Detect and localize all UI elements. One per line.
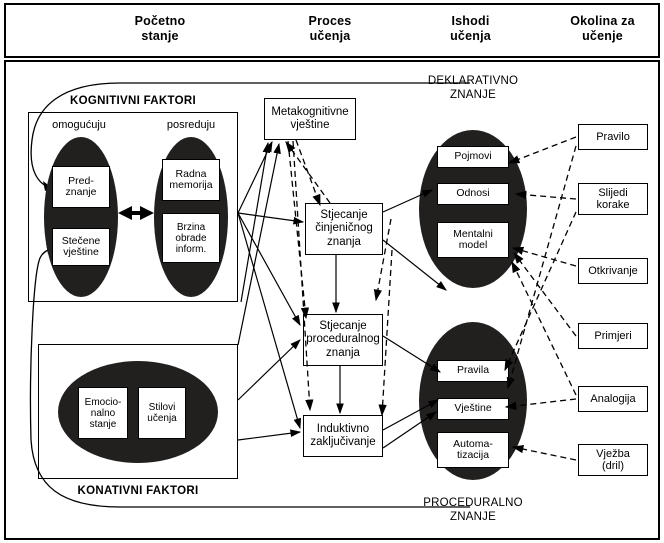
cognitive-factors-title: KOGNITIVNI FAKTORI [70, 95, 196, 107]
env-box-analogija: Analogija [578, 386, 648, 412]
column-header-line1: Ishodi [451, 14, 490, 28]
node-mentalni-model: Mentalni model [437, 222, 509, 258]
process-box-stjecanje-cinjenicnog-znanja: Stjecanje činjeničnog znanja [305, 203, 383, 255]
node-radna-memorija: Radna memorija [162, 159, 220, 201]
node-pravila: Pravila [437, 360, 509, 382]
env-box-primjeri: Primjeri [578, 323, 648, 349]
env-box-slijedi-korake: Slijedi korake [578, 183, 648, 215]
env-box-otkrivanje: Otkrivanje [578, 258, 648, 284]
column-header-line2: stanje [141, 29, 179, 43]
node-brzina-obrade-informacija: Brzina obrade inform. [162, 213, 220, 263]
node-stecene-vjestine: Stečene vještine [52, 228, 110, 266]
env-box-pravilo: Pravilo [578, 124, 648, 150]
process-box-metakognitivne-vjestine: Metakognitivne vještine [264, 98, 356, 140]
column-header-okolina-za-ucenje: Okolina za učenje [545, 14, 660, 44]
cognitive-sub-label-omogucuju: omogućuju [52, 119, 106, 131]
body-frame [4, 60, 660, 540]
process-box-induktivno-zakljucivanje: Induktivno zaključivanje [303, 415, 383, 457]
column-header-ishodi-ucenja: Ishodi učenja [408, 14, 533, 44]
column-header-line1: Okolina za [570, 14, 635, 28]
column-header-line1: Proces [308, 14, 352, 28]
column-header-pocetno-stanje: Početno stanje [55, 14, 265, 44]
node-predznanje: Pred- znanje [52, 166, 110, 208]
declarative-knowledge-caption: DEKLARATIVNO ZNANJE [427, 75, 519, 101]
env-box-vjezba-dril: Vježba (dril) [578, 444, 648, 476]
node-pojmovi: Pojmovi [437, 146, 509, 168]
column-header-line2: učenja [309, 29, 351, 43]
node-automatizacija: Automa- tizacija [437, 432, 509, 468]
column-header-line1: Početno [134, 14, 186, 28]
node-vjestine: Vještine [437, 398, 509, 420]
cognitive-left-ellipse [44, 137, 118, 297]
header-frame [4, 3, 660, 58]
node-stilovi-ucenja: Stilovi učenja [138, 387, 186, 439]
process-box-stjecanje-proceduralnog-znanja: Stjecanje proceduralnog znanja [303, 314, 383, 366]
node-emocionalno-stanje: Emocio- nalno stanje [78, 387, 128, 439]
conative-factors-title: KONATIVNI FAKTORI [77, 485, 199, 497]
column-header-proces-ucenja: Proces učenja [265, 14, 395, 44]
cognitive-sub-label-posreduju: posreduju [166, 119, 216, 131]
procedural-knowledge-caption: PROCEDURALNO ZNANJE [423, 497, 523, 523]
column-header-line2: učenje [582, 29, 623, 43]
node-odnosi: Odnosi [437, 183, 509, 205]
column-header-line2: učenja [450, 29, 491, 43]
